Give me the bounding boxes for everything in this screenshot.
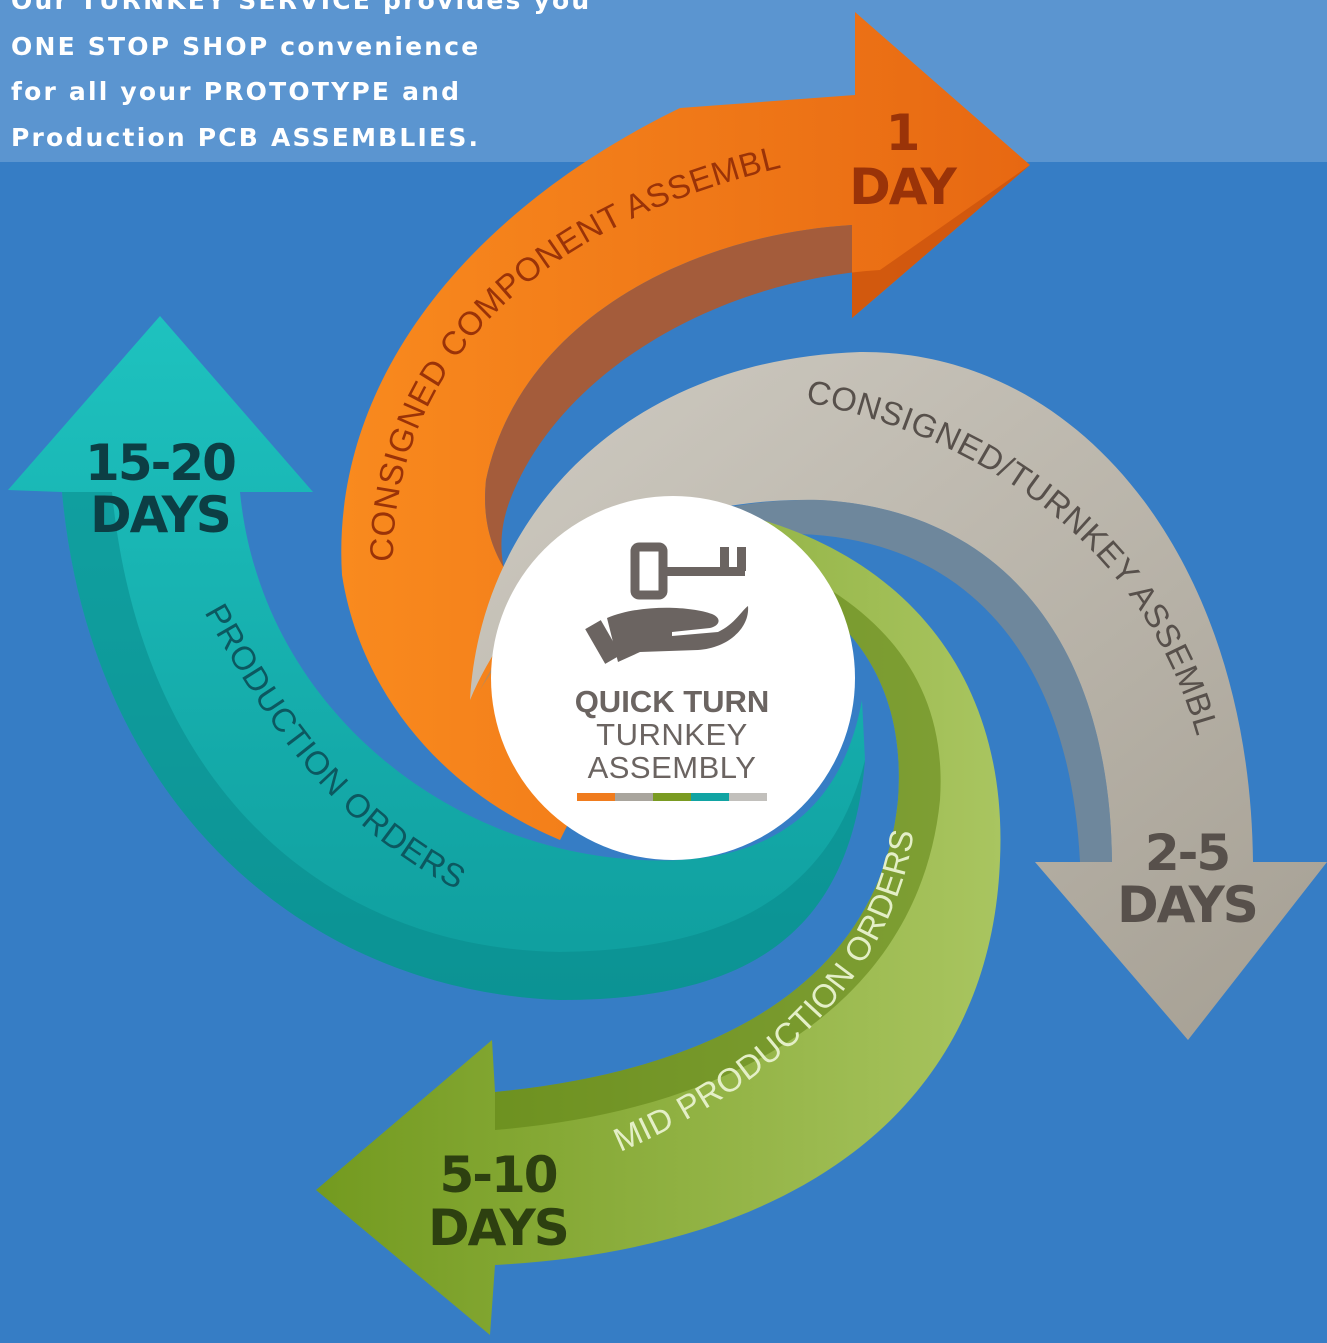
arrow-green-shade bbox=[495, 520, 941, 1130]
arrow-production-orders bbox=[8, 316, 865, 1000]
intro-line: ONE STOP SHOP convenience bbox=[11, 31, 481, 61]
hub: QUICK TURN TURNKEY ASSEMBLY bbox=[491, 496, 855, 860]
hub-circle bbox=[491, 496, 855, 860]
arrow-teal-shade bbox=[62, 492, 865, 1000]
days-1-number: 1 bbox=[886, 104, 919, 162]
key-in-hand-icon bbox=[585, 542, 749, 664]
arrow-mid-production bbox=[316, 500, 1001, 1335]
intro-line: for all your PROTOTYPE and bbox=[11, 77, 462, 106]
days-2-5-unit: DAYS bbox=[1117, 876, 1257, 934]
stripe-green bbox=[653, 793, 691, 801]
days-15-20-unit: DAYS bbox=[90, 486, 230, 544]
intro-text: Our TURNKEY SERVICE provides you ONE STO… bbox=[11, 0, 591, 160]
days-1-unit: DAY bbox=[849, 158, 957, 216]
stripe-gray bbox=[615, 793, 653, 801]
days-2-5-number: 2-5 bbox=[1145, 824, 1229, 882]
hub-title: QUICK TURN bbox=[575, 684, 770, 719]
days-5-10-unit: DAYS bbox=[428, 1199, 568, 1257]
hub-color-stripe bbox=[577, 793, 767, 801]
hub-subtitle: ASSEMBLY bbox=[588, 750, 757, 785]
days-5-10-number: 5-10 bbox=[439, 1146, 556, 1204]
intro-line: Our TURNKEY SERVICE provides you bbox=[11, 0, 592, 15]
intro-line: Production PCB ASSEMBLIES. bbox=[11, 122, 481, 152]
arrow-orange-shadow bbox=[485, 165, 1030, 710]
stripe-lightgray bbox=[729, 793, 767, 801]
arrow-green-body bbox=[316, 500, 1001, 1335]
arrow-gray-body bbox=[470, 351, 1327, 1040]
arrow-consigned-turnkey bbox=[470, 351, 1327, 1040]
days-15-20-number: 15-20 bbox=[85, 434, 235, 492]
hub-subtitle: TURNKEY bbox=[596, 717, 748, 752]
stripe-teal bbox=[691, 793, 729, 801]
stripe-orange bbox=[577, 793, 615, 801]
